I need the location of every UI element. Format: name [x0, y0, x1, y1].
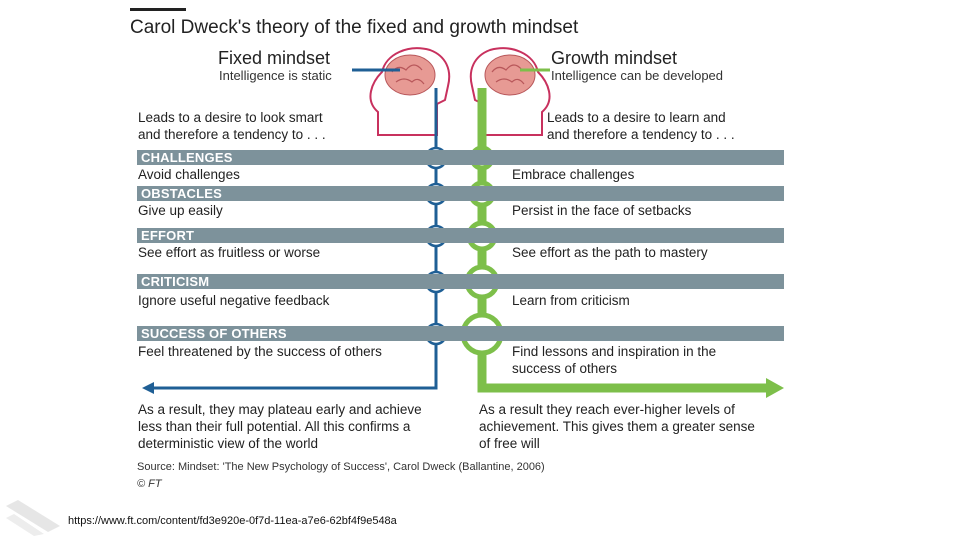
fixed-result-line: less than their full potential. All this…	[138, 419, 411, 434]
fixed-lead-text: Leads to a desire to look smart and ther…	[138, 109, 326, 143]
decorative-stripes	[6, 500, 60, 536]
fixed-result-text: As a result, they may plateau early and …	[138, 401, 422, 452]
growth-lead-line: Leads to a desire to learn and	[547, 110, 726, 125]
band-obstacles	[137, 186, 784, 201]
growth-behavior-text: See effort as the path to mastery	[512, 245, 708, 260]
fixed-mindset-title: Fixed mindset	[218, 48, 331, 68]
band-criticism	[137, 274, 784, 289]
fixed-result-line: deterministic view of the world	[138, 436, 319, 451]
source-url-link[interactable]: https://www.ft.com/content/fd3e920e-0f7d…	[68, 515, 397, 527]
growth-result-line: of free will	[479, 436, 540, 451]
fixed-brain-icon	[384, 54, 436, 96]
category-label: CRITICISM	[141, 274, 210, 289]
fixed-arrowhead	[142, 382, 154, 394]
band-success-of-others	[137, 326, 784, 341]
fixed-result-line: As a result, they may plateau early and …	[138, 402, 422, 417]
fixed-lead-line: Leads to a desire to look smart	[138, 110, 323, 125]
title-accent-bar	[130, 8, 186, 11]
source-note: Source: Mindset: 'The New Psychology of …	[137, 461, 545, 473]
growth-mindset-title: Growth mindset	[551, 48, 678, 68]
ft-credit: © FT	[137, 478, 162, 490]
growth-lead-text: Leads to a desire to learn and and there…	[547, 109, 735, 143]
fixed-lead-line: and therefore a tendency to . . .	[138, 127, 326, 142]
band-effort	[137, 228, 784, 243]
category-label: EFFORT	[141, 228, 195, 243]
growth-behavior-line: success of others	[512, 361, 618, 376]
category-label: CHALLENGES	[141, 150, 233, 165]
growth-behavior-text: Embrace challenges	[512, 167, 635, 182]
fixed-behavior-text: Give up easily	[138, 203, 223, 218]
band-challenges	[137, 150, 784, 165]
growth-behavior-text: Learn from criticism	[512, 293, 630, 308]
fixed-behavior-text: Avoid challenges	[138, 167, 240, 182]
fixed-behavior-text: Feel threatened by the success of others	[138, 344, 382, 359]
category-label: SUCCESS OF OTHERS	[141, 326, 287, 341]
category-label: OBSTACLES	[141, 186, 223, 201]
growth-brain-icon	[484, 54, 536, 96]
fixed-behavior-text: Ignore useful negative feedback	[138, 293, 330, 308]
growth-mindset-subtitle: Intelligence can be developed	[551, 68, 724, 83]
growth-behavior-text: Persist in the face of setbacks	[512, 203, 692, 218]
growth-arrowhead	[766, 378, 784, 398]
growth-behavior-text: Find lessons and inspiration in the succ…	[512, 343, 716, 377]
fixed-behavior-text: See effort as fruitless or worse	[138, 245, 321, 260]
page-title: Carol Dweck's theory of the fixed and gr…	[130, 17, 579, 38]
growth-lead-line: and therefore a tendency to . . .	[547, 127, 735, 142]
growth-result-line: As a result they reach ever-higher level…	[479, 402, 735, 417]
fixed-mindset-subtitle: Intelligence is static	[219, 68, 332, 83]
growth-behavior-line: Find lessons and inspiration in the	[512, 344, 717, 359]
growth-result-text: As a result they reach ever-higher level…	[479, 401, 755, 452]
growth-result-line: achievement. This gives them a greater s…	[479, 419, 755, 434]
